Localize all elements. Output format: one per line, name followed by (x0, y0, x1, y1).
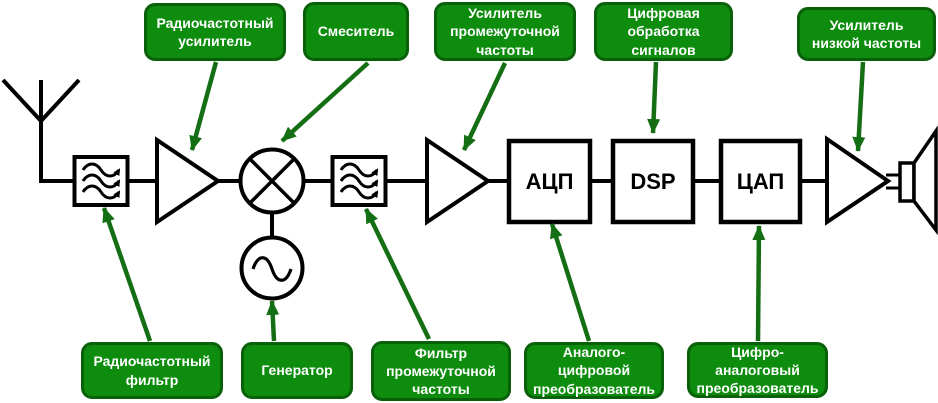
adc-block-label: АЦП (526, 169, 574, 194)
generator-block (239, 235, 305, 301)
wave-icon (339, 173, 379, 189)
adc-block: АЦП (506, 138, 593, 225)
leader-dsp (647, 61, 661, 134)
callout-rf-amplifier: Радиочастотный усилитель (144, 3, 286, 61)
callout-rf-amplifier-label: Радиочастотный усилитель (156, 14, 274, 49)
callout-rf-filter-label: Радиочастотный фильтр (93, 353, 211, 388)
rf-filter-block (72, 155, 130, 207)
callout-adc-label: Аналого-цифровой преобразователь (532, 344, 655, 397)
mixer-block (238, 147, 306, 215)
rf-amplifier-block (155, 136, 222, 226)
if-filter-block (330, 155, 388, 207)
callout-if-filter: Фильтр промежуточной частоты (371, 341, 511, 401)
dac-block: ЦАП (718, 138, 803, 225)
leader-rf-amplifier (189, 61, 219, 151)
callout-mixer: Смеситель (303, 2, 409, 61)
leader-adc (549, 223, 592, 342)
callout-adc: Аналого-цифровой преобразователь (524, 342, 664, 399)
dsp-block: DSP (610, 138, 696, 225)
if-amplifier-block (425, 136, 492, 226)
callout-dsp-label: Цифровая обработка сигналов (627, 5, 700, 58)
speaker-icon (886, 125, 938, 236)
dac-block-label: ЦАП (737, 169, 784, 194)
leader-rf-filter (101, 207, 153, 342)
callout-generator: Генератор (241, 342, 353, 399)
wave-icon (81, 162, 121, 178)
wave-icon (81, 173, 121, 189)
callout-dsp: Цифровая обработка сигналов (594, 2, 733, 61)
callout-if-amplifier: Усилитель промежуточной частоты (434, 2, 576, 61)
dsp-block-label: DSP (630, 169, 675, 194)
wave-icon (339, 162, 379, 178)
callout-dac-label: Цифро-аналоговый преобразователь (696, 343, 819, 397)
leader-lf-amplifier (852, 61, 866, 152)
callout-lf-amplifier-label: Усилитель низкой частоты (811, 16, 922, 51)
callout-generator-label: Генератор (261, 362, 333, 379)
callout-if-filter-label: Фильтр промежуточной частоты (386, 344, 496, 398)
leader-generator (266, 300, 280, 342)
leader-if-filter (363, 208, 432, 340)
callout-rf-filter: Радиочастотный фильтр (81, 342, 223, 399)
sine-icon (251, 256, 293, 282)
lf-amplifier-block (825, 135, 892, 226)
wave-icon (339, 184, 379, 200)
leader-mixer (280, 61, 370, 143)
callout-dac: Цифро-аналоговый преобразователь (687, 342, 828, 398)
antenna-icon (1, 78, 81, 183)
leader-dac (752, 225, 766, 342)
callout-lf-amplifier: Усилитель низкой частоты (797, 7, 936, 61)
mixer-cross-icon (248, 157, 296, 205)
leader-arrows (101, 61, 866, 342)
leader-if-amplifier (461, 62, 508, 151)
wave-icon (81, 184, 121, 200)
callout-if-amplifier-label: Усилитель промежуточной частоты (450, 5, 560, 58)
callout-mixer-label: Смеситель (317, 23, 395, 40)
